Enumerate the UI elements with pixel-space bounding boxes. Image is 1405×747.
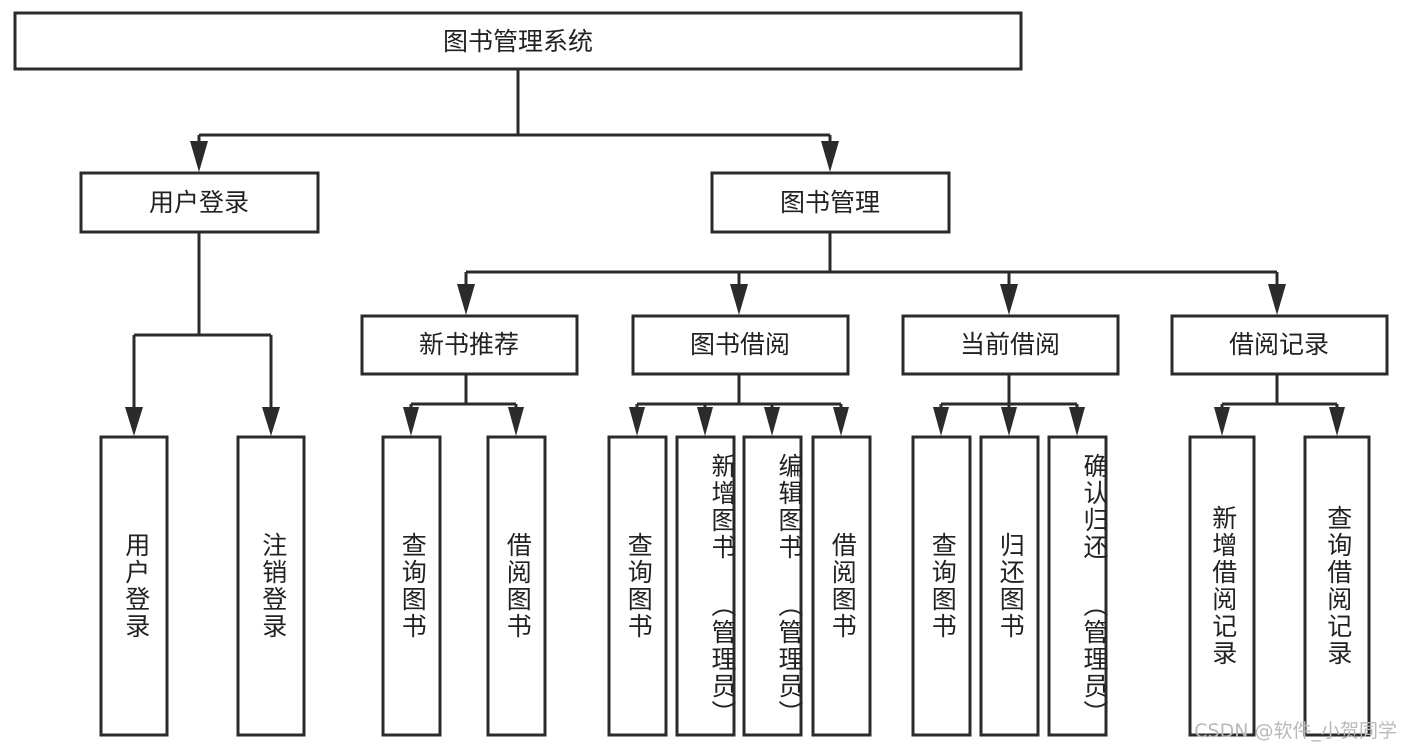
node-book-manage-box[interactable] [710,171,951,234]
node-book-manage-label: 图书管理 [780,188,880,217]
arrowhead-leaf-query-book-1 [403,407,419,436]
node-leaf-return-book-box[interactable] [979,435,1040,737]
node-leaf-confirm-return-box[interactable] [1047,435,1108,737]
node-leaf-add-book-box[interactable] [675,435,736,737]
arrowhead-leaf-user-login [125,407,143,436]
node-book-borrow-box[interactable] [631,314,850,376]
arrowhead-leaf-borrow-book-1 [508,407,524,436]
node-borrow-record-box[interactable] [1170,314,1389,376]
node-leaf-query-record-box[interactable] [1303,435,1371,737]
node-borrow-record-label: 借阅记录 [1229,330,1329,359]
node-new-book-rec-box[interactable] [360,314,579,376]
connector-group-book-manage [457,233,1286,315]
arrowhead-leaf-logout [262,407,280,436]
node-leaf-add-record-box[interactable] [1188,435,1256,737]
node-new-book-rec-label: 新书推荐 [419,330,519,359]
arrowhead-leaf-add-book [697,407,713,436]
node-root-box[interactable] [13,11,1023,71]
node-leaf-user-login-box[interactable] [99,435,169,737]
node-root-label: 图书管理系统 [443,27,593,56]
arrowhead-leaf-edit-book [764,407,780,436]
node-book-borrow-label: 图书借阅 [690,330,790,359]
connector-group-borrow-record [1214,375,1345,436]
node-leaf-query-book-3-box[interactable] [911,435,972,737]
arrowhead-leaf-query-book-3 [933,407,949,436]
arrowhead-to-book-borrow [730,284,748,315]
node-leaf-borrow-book-2-box[interactable] [811,435,872,737]
node-current-borrow-label: 当前借阅 [960,330,1060,359]
arrowhead-leaf-query-record [1329,407,1345,436]
arrowhead-to-current-borrow [1000,284,1018,315]
arrowhead-leaf-add-record [1214,407,1230,436]
arrowhead-to-borrow-record [1268,284,1286,315]
node-current-borrow-box[interactable] [901,314,1120,376]
csdn-watermark: CSDN @软件_小贺同学 [1194,720,1397,742]
connector-group-book-borrow [629,375,849,436]
arrowhead-leaf-query-book-2 [629,407,645,436]
connector-group-current-borrow [933,375,1085,436]
connector-group-user-login [125,233,280,436]
node-leaf-query-book-2-box[interactable] [607,435,668,737]
connector-group-root [190,70,839,172]
arrowhead-leaf-confirm-return [1069,407,1085,436]
node-leaf-query-book-1-box[interactable] [381,435,442,737]
node-leaf-logout-box[interactable] [236,435,306,737]
arrowhead-to-new-book-rec [457,284,475,315]
node-user-login-box[interactable] [79,171,320,234]
node-leaf-borrow-book-1-box[interactable] [486,435,547,737]
arrowhead-to-book-manage [821,141,839,172]
node-leaf-edit-book-box[interactable] [742,435,803,737]
node-user-login-label: 用户登录 [149,188,249,217]
connector-group-new-book-rec [403,375,524,436]
arrowhead-leaf-return-book [1001,407,1017,436]
arrowhead-leaf-borrow-book-2 [833,407,849,436]
arrowhead-to-user-login [190,141,208,172]
